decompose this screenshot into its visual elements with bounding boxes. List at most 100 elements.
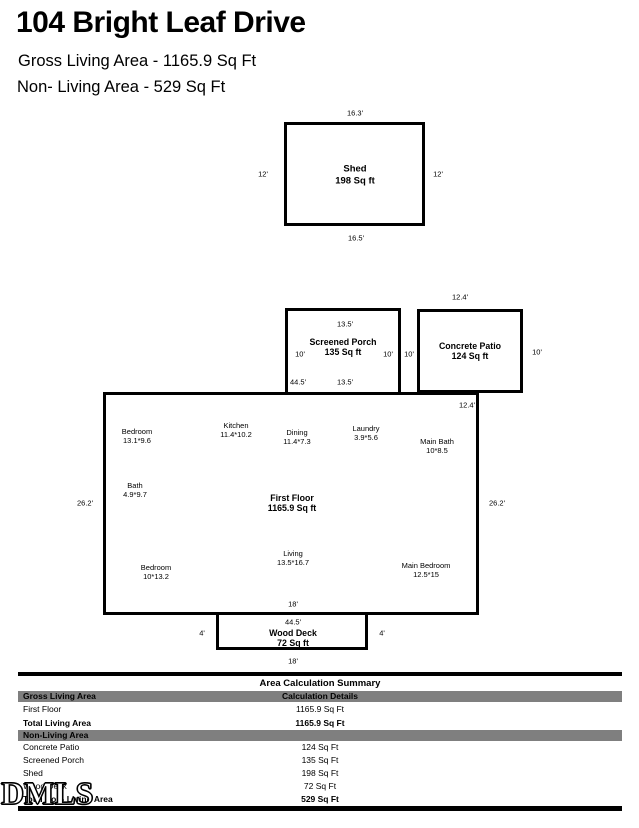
shed-dim-bottom: 16.5' <box>347 233 365 243</box>
patio-dim-right: 10' <box>532 347 542 357</box>
shed-dim-right: 12' <box>433 169 443 179</box>
room-label-main-bath: Main Bath 10*8.5 <box>420 437 454 455</box>
porch-dim-bottom-left: 44.5' <box>289 377 307 387</box>
row-value: 124 Sq Ft <box>301 742 339 752</box>
row-label: Concrete Patio <box>23 742 80 752</box>
room-name: Bath <box>127 481 143 490</box>
room-dims: 13.1*9.6 <box>123 436 151 445</box>
room-dims: 10*8.5 <box>426 446 448 455</box>
row-label: Screened Porch <box>23 755 84 765</box>
deck-area: 72 Sq ft <box>277 638 309 648</box>
dmls-watermark: DMLS <box>0 774 94 811</box>
room-label-dining: Dining 11.4*7.3 <box>283 428 310 446</box>
room-label-laundry: Laundry 3.9*5.6 <box>352 424 379 442</box>
row-label: Total Non- Living Area <box>23 794 113 804</box>
row-label: Shed <box>23 768 43 778</box>
gross-living-subtitle: Gross Living Area - 1165.9 Sq Ft <box>18 52 257 70</box>
room-dims: 11.4*7.3 <box>283 437 311 446</box>
area-calculation-summary: Area Calculation Summary Calculation Det… <box>18 672 622 811</box>
row-value: 198 Sq Ft <box>301 768 339 778</box>
porch-dim-right: 10' <box>383 349 393 359</box>
deck-dim-left: 4' <box>199 628 205 638</box>
patio-label: Concrete Patio 124 Sq ft <box>439 341 501 361</box>
patio-area: 124 Sq ft <box>451 351 489 361</box>
row-value: 1165.9 Sq Ft <box>295 704 345 714</box>
room-dims: 4.9*9.7 <box>123 490 147 499</box>
room-dims: 13.5*16.7 <box>276 558 310 567</box>
table-row-total-nonliving: 529 Sq Ft Total Non- Living Area <box>18 793 622 806</box>
room-label-living: Living 13.5*16.7 <box>277 549 309 567</box>
patio-dim-top: 12.4' <box>451 292 469 302</box>
page-title: 104 Bright Leaf Drive <box>16 6 306 39</box>
room-dims: 12.5*15 <box>413 570 439 579</box>
porch-dim-gap: 10' <box>404 349 414 359</box>
patio-name: Concrete Patio <box>438 341 502 351</box>
room-name: Main Bedroom <box>401 561 451 570</box>
room-name: Kitchen <box>223 421 249 430</box>
table-row: 198 Sq Ft Shed <box>18 767 622 780</box>
porch-dim-bottom: 13.5' <box>336 377 354 387</box>
first-floor-dim-left: 26.2' <box>76 498 94 508</box>
gross-living-section-label: Gross Living Area <box>23 691 96 701</box>
porch-area: 135 Sq ft <box>324 347 362 357</box>
row-label: Total Living Area <box>23 718 92 728</box>
room-name: Living <box>283 549 303 558</box>
row-value: 72 Sq Ft <box>303 781 337 791</box>
shed-dim-left: 12' <box>258 169 268 179</box>
porch-label: Screened Porch 135 Sq ft <box>310 337 377 357</box>
table-row: 135 Sq Ft Screened Porch <box>18 754 622 767</box>
table-title: Area Calculation Summary <box>259 678 381 689</box>
room-name: Dining <box>286 428 308 437</box>
shed-name: Shed <box>343 163 367 175</box>
table-top-border <box>18 672 622 676</box>
shed-label: Shed 198 Sq ft <box>335 164 375 187</box>
wood-deck-outline <box>216 612 368 650</box>
deck-label: Wood Deck 72 Sq ft <box>269 628 317 648</box>
row-label: First Floor <box>23 704 62 714</box>
table-row-total-living: 1165.9 Sq Ft Total Living Area <box>18 716 622 730</box>
room-label-bath: Bath 4.9*9.7 <box>123 481 147 499</box>
table-bottom-border <box>18 806 622 811</box>
row-value: 529 Sq Ft <box>301 794 339 804</box>
table-row: 72 Sq Ft Wood Deck <box>18 780 622 793</box>
room-name: Laundry <box>352 424 380 433</box>
deck-name: Wood Deck <box>269 628 317 638</box>
first-floor-area: 1165.9 Sq ft <box>267 503 317 513</box>
non-living-subtitle: Non- Living Area - 529 Sq Ft <box>17 78 226 96</box>
deck-dim-right: 4' <box>379 628 385 638</box>
deck-dim-top: 44.5' <box>284 617 302 627</box>
shed-outline <box>284 122 425 226</box>
row-value: 1165.9 Sq Ft <box>295 718 345 728</box>
deck-dim-bottom: 18' <box>288 656 298 666</box>
room-label-kitchen: Kitchen 11.4*10.2 <box>220 421 252 439</box>
table-row: 124 Sq Ft Concrete Patio <box>18 741 622 754</box>
room-dims: 10*13.2 <box>143 572 169 581</box>
room-label-bedroom-2: Bedroom 10*13.2 <box>141 563 171 581</box>
non-living-section-label: Non-Living Area <box>23 730 89 740</box>
room-name: Main Bath <box>420 437 454 446</box>
section-header-gross-living: Calculation Details Gross Living Area <box>18 691 622 702</box>
row-label: Wood Deck <box>23 781 67 791</box>
first-floor-dim-right: 26.2' <box>488 498 506 508</box>
shed-area: 198 Sq ft <box>335 175 375 186</box>
first-floor-outline <box>103 392 479 615</box>
calculation-details-header: Calculation Details <box>281 691 359 701</box>
first-floor-dim-top-right: 12.4' <box>458 400 476 410</box>
porch-dim-top: 13.5' <box>336 319 354 329</box>
room-label-main-bedroom: Main Bedroom 12.5*15 <box>402 561 451 579</box>
first-floor-label: First Floor 1165.9 Sq ft <box>268 493 316 513</box>
room-label-bedroom-1: Bedroom 13.1*9.6 <box>122 427 152 445</box>
first-floor-name: First Floor <box>270 493 314 503</box>
concrete-patio-outline <box>417 309 523 393</box>
room-name: Bedroom <box>121 427 153 436</box>
porch-dim-left: 10' <box>295 349 305 359</box>
room-dims: 11.4*10.2 <box>220 430 252 439</box>
table-row: 1165.9 Sq Ft First Floor <box>18 702 622 716</box>
screened-porch-outline <box>285 308 401 395</box>
first-floor-dim-bottom: 18' <box>288 599 298 609</box>
room-name: Bedroom <box>140 563 172 572</box>
row-value: 135 Sq Ft <box>301 755 339 765</box>
room-dims: 3.9*5.6 <box>354 433 378 442</box>
shed-dim-top: 16.3' <box>346 108 364 118</box>
